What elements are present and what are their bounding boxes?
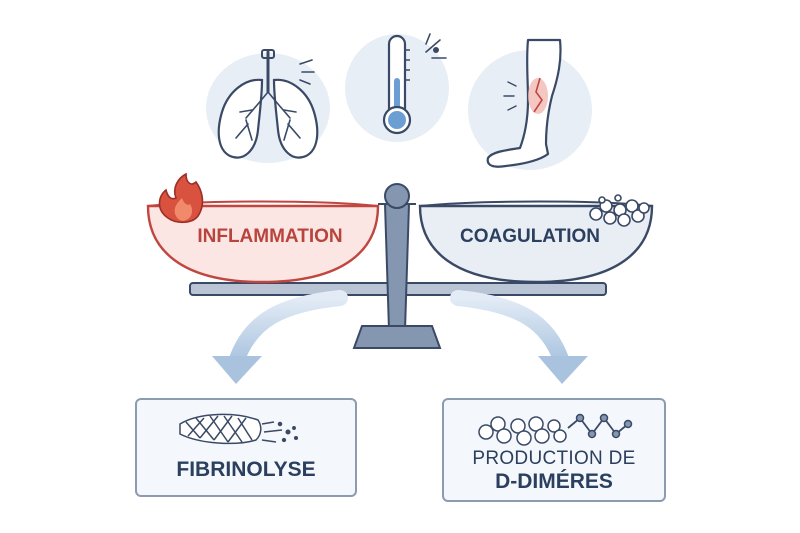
lungs-icon — [206, 49, 330, 163]
clot-cluster-icon — [589, 194, 650, 227]
thermometer-icon — [345, 33, 449, 142]
arrow-to-fibrinolyse — [212, 290, 348, 384]
d-dimers-label: D-DIMÉRES — [495, 470, 613, 493]
production-label-line1: PRODUCTION DE — [472, 448, 636, 469]
inflammation-pan — [146, 200, 380, 284]
fibrinolyse-box — [135, 398, 357, 497]
d-dimer-box — [442, 398, 666, 502]
coagulation-label: COAGULATION — [459, 226, 601, 247]
arrow-to-d-dimers — [450, 290, 588, 384]
fibrinolyse-label: FIBRINOLYSE — [176, 458, 316, 481]
inflammation-label: INFLAMMATION — [197, 226, 343, 247]
balance-scale — [189, 183, 607, 349]
leg-thrombosis-icon — [468, 38, 592, 170]
flame-icon — [158, 172, 204, 224]
